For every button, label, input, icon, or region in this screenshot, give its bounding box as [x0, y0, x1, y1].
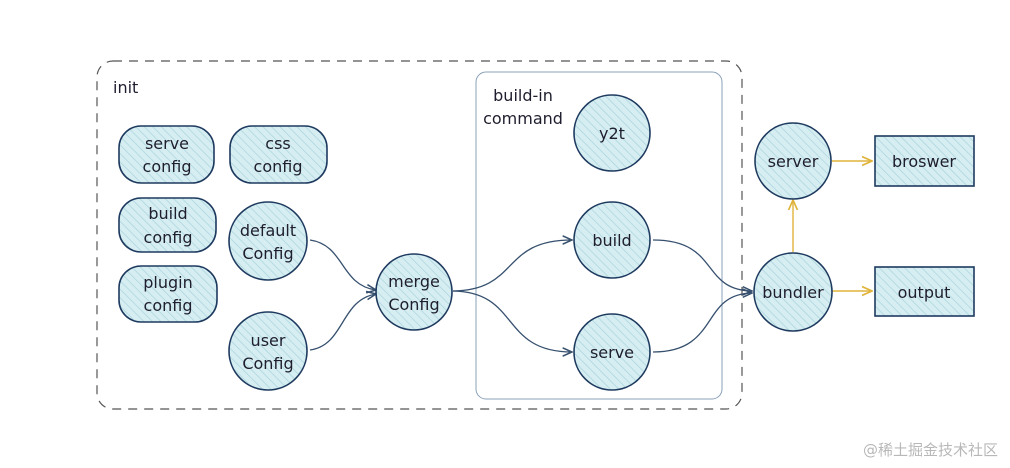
- merge-config-line1: merge: [388, 272, 440, 291]
- arrow-merge-to-serve: [452, 290, 572, 352]
- build-config-line2: config: [144, 228, 193, 247]
- server-node: server: [754, 122, 832, 200]
- serve-config-node: serve config: [118, 125, 215, 184]
- css-config-node: css config: [229, 125, 328, 184]
- build-label: build: [592, 231, 631, 250]
- user-config-node: user Config: [228, 311, 308, 391]
- arrow-default-to-merge: [309, 239, 376, 290]
- output-arrows: [793, 161, 872, 291]
- plugin-config-node: plugin config: [118, 265, 218, 323]
- build-config-line1: build: [148, 204, 187, 223]
- arrow-merge-to-build: [452, 240, 572, 292]
- broswer-node: broswer: [874, 135, 975, 187]
- arrow-user-to-merge: [309, 294, 376, 351]
- init-group-label: init: [113, 78, 138, 97]
- build-in-label-line1: build-in: [493, 86, 553, 105]
- serve-label: serve: [590, 343, 634, 362]
- serve-config-line1: serve: [145, 134, 189, 153]
- y2t-label: y2t: [599, 124, 625, 143]
- plugin-config-line1: plugin: [143, 273, 192, 292]
- build-in-label-line2: command: [483, 109, 563, 128]
- plugin-config-line2: config: [144, 296, 193, 315]
- output-label: output: [898, 283, 951, 302]
- default-config-node: default Config: [228, 201, 308, 281]
- css-config-line1: css: [265, 134, 290, 153]
- default-config-line1: default: [240, 221, 296, 240]
- y2t-node: y2t: [573, 94, 651, 172]
- user-config-line1: user: [251, 331, 286, 350]
- serve-config-line2: config: [143, 157, 192, 176]
- arrow-build-to-bundler: [652, 239, 752, 291]
- build-node: build: [573, 201, 651, 279]
- watermark-text: @稀土掘金技术社区: [862, 441, 998, 459]
- build-in-command-group-border: [475, 71, 723, 400]
- serve-node: serve: [573, 313, 651, 391]
- merge-config-line2: Config: [388, 295, 439, 314]
- server-label: server: [768, 152, 819, 171]
- build-config-node: build config: [118, 197, 217, 253]
- bundler-label: bundler: [762, 283, 824, 302]
- user-config-line2: Config: [242, 354, 293, 373]
- flow-arrows: [309, 239, 752, 353]
- default-config-line2: Config: [242, 244, 293, 263]
- arrow-serve-to-bundler: [652, 293, 752, 353]
- init-group-border: [96, 60, 743, 410]
- broswer-label: broswer: [892, 152, 956, 171]
- css-config-line2: config: [254, 157, 303, 176]
- output-node: output: [874, 266, 975, 317]
- bundler-node: bundler: [753, 252, 833, 332]
- merge-config-node: merge Config: [375, 253, 453, 331]
